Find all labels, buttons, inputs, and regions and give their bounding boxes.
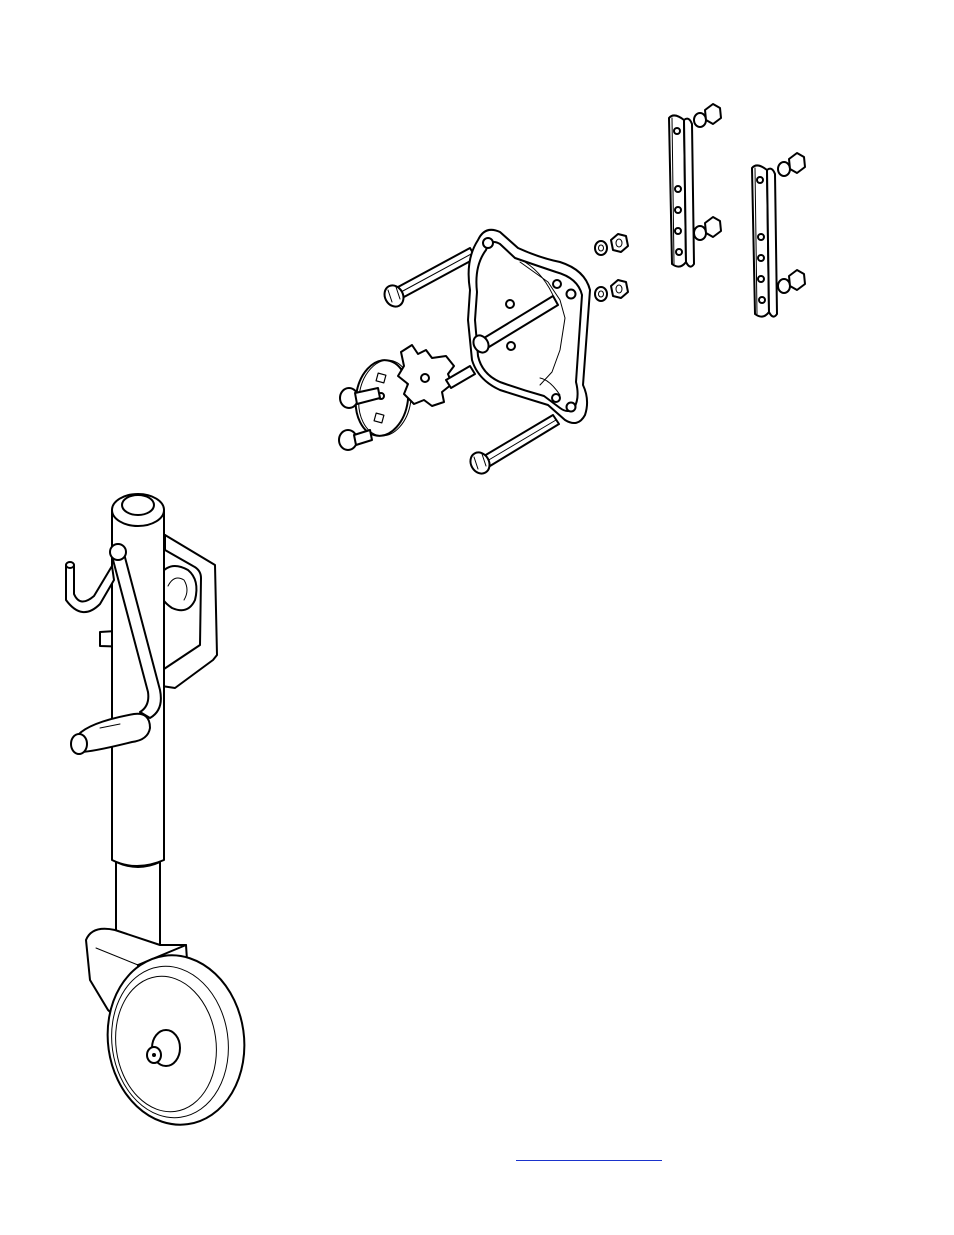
hex-nut xyxy=(778,270,805,293)
reference-link[interactable] xyxy=(516,1142,662,1161)
hex-nut xyxy=(778,153,805,176)
hex-nut xyxy=(611,234,628,252)
flat-washer xyxy=(595,241,607,255)
u-channel-strap-left xyxy=(669,115,694,266)
mounting-bracket-plate xyxy=(468,230,590,423)
hex-bolt-bottom xyxy=(467,415,559,477)
hex-bolt-top xyxy=(381,248,476,310)
hex-nut xyxy=(694,217,721,240)
carriage-bolt-lower xyxy=(339,430,372,450)
hex-nut xyxy=(611,280,628,298)
star-cam-plate xyxy=(398,345,475,406)
u-channel-strap-right xyxy=(752,165,777,316)
hex-nut xyxy=(694,104,721,127)
flat-washer xyxy=(595,287,607,301)
